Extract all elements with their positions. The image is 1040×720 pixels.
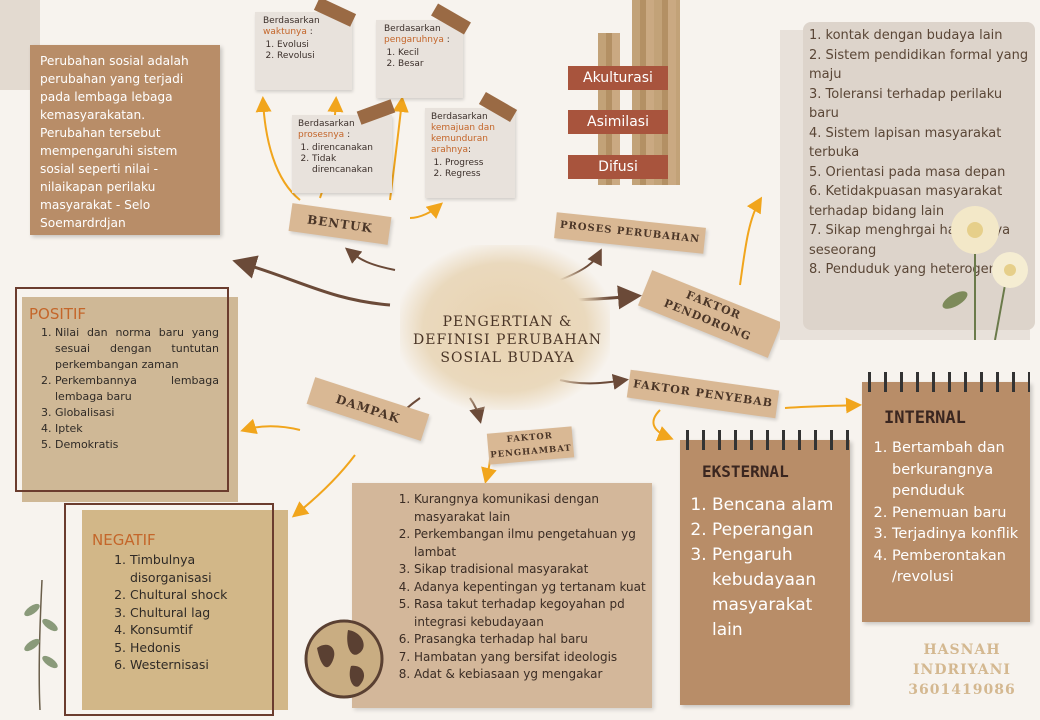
bentuk-card-heading: Berdasarkan (431, 112, 488, 122)
positif-item: Perkembannya lembaga lembaga baru (55, 373, 219, 405)
penghambat-card: Kurangnya komunikasi dengan masyarakat l… (352, 483, 652, 708)
proses-item: Asimilasi (568, 110, 668, 134)
eksternal-title: EKSTERNAL (702, 462, 789, 481)
eksternal-notebook: EKSTERNAL Bencana alam Peperangan Pengar… (680, 430, 850, 705)
bentuk-item: Kecil (398, 48, 455, 59)
negatif-item: Hedonis (130, 639, 262, 657)
pendorong-inner: 1. kontak dengan budaya lain 2. Sistem p… (803, 22, 1035, 330)
center-title: PENGERTIAN & DEFINISI PERUBAHAN SOSIAL B… (413, 314, 602, 366)
author-name: HASNAH INDRIYANI (913, 642, 1011, 678)
penghambat-item: Hambatan yang bersifat ideologis (414, 649, 646, 667)
spiral-binding-icon (862, 372, 1030, 392)
positif-title: POSITIF (29, 305, 87, 323)
bentuk-card-criterion: kemajuan dan kemunduran arahnya (431, 123, 495, 155)
globe-icon (304, 619, 384, 699)
pendorong-item: 1. kontak dengan budaya lain (809, 28, 1003, 43)
internal-item: Terjadinya konflik (892, 524, 1028, 546)
internal-item: Bertambah dan berkurangnya penduduk (892, 438, 1028, 503)
negatif-item: Konsumtif (130, 621, 262, 639)
negatif-item: Chultural shock (130, 586, 262, 604)
penghambat-item: Rasa takut terhadap kegoyahan pd integra… (414, 596, 646, 631)
bentuk-item: Evolusi (277, 40, 344, 51)
positif-item: Iptek (55, 421, 219, 437)
bentuk-card-heading: Berdasarkan (384, 24, 441, 34)
definition-card: Perubahan sosial adalah perubahan yang t… (30, 45, 220, 235)
bentuk-item: Regress (445, 169, 509, 180)
negatif-item: Westernisasi (130, 656, 262, 674)
bentuk-card-criterion: pengaruhnya (384, 35, 444, 45)
positif-item: Globalisasi (55, 405, 219, 421)
pendorong-item: 5. Orientasi pada masa depan (809, 164, 1006, 180)
bentuk-item: direncanakan (312, 143, 386, 154)
author-id: 3601419086 (908, 682, 1016, 698)
bentuk-card-criterion: prosesnya (298, 130, 345, 140)
bentuk-card-criterion: waktunya (263, 27, 307, 37)
positif-shadow (22, 297, 238, 502)
negatif-title: NEGATIF (92, 531, 156, 549)
positif-item: Nilai dan norma baru yang sesuai dengan … (55, 325, 219, 373)
leaf-branch-icon (24, 579, 58, 710)
internal-item: Pemberontakan /revolusi (892, 546, 1028, 589)
spiral-binding-icon (680, 430, 850, 450)
negatif-item: Timbulnya disorganisasi (130, 551, 262, 586)
negatif-box: NEGATIF Timbulnya disorganisasi Chultura… (64, 503, 274, 716)
bentuk-item: Progress (445, 158, 509, 169)
flower-icon (942, 206, 1028, 340)
bentuk-card-kemajuan: Berdasarkan kemajuan dan kemunduran arah… (425, 108, 515, 198)
positif-item: Demokratis (55, 437, 219, 453)
negatif-item: Chultural lag (130, 604, 262, 622)
penghambat-item: Adanya kepentingan yg tertanam kuat (414, 579, 646, 597)
bentuk-card-heading: Berdasarkan (298, 119, 355, 129)
bentuk-item: Revolusi (277, 51, 344, 62)
internal-notebook: INTERNAL Bertambah dan berkurangnya pend… (862, 372, 1030, 622)
pendorong-item: 8. Penduduk yang heterogen (809, 262, 997, 277)
penghambat-item: Sikap tradisional masyarakat (414, 561, 646, 579)
definition-text: Perubahan sosial adalah perubahan yang t… (40, 54, 189, 230)
internal-title: INTERNAL (884, 408, 966, 428)
wood-strip-decor (632, 0, 680, 185)
pendorong-item: 3. Toleransi terhadap perilaku baru (809, 86, 1003, 122)
penghambat-item: Kurangnya komunikasi dengan masyarakat l… (414, 491, 646, 526)
pendorong-item: 2. Sistem pendidikan formal yang maju (809, 47, 1029, 83)
bentuk-item: Besar (398, 59, 455, 70)
author-block: HASNAH INDRIYANI 3601419086 (902, 640, 1022, 700)
proses-item: Difusi (568, 155, 668, 179)
internal-item: Penemuan baru (892, 503, 1028, 525)
bentuk-card-proses: Berdasarkan prosesnya : direncanakanTida… (292, 115, 392, 193)
penghambat-item: Perkembangan ilmu pengetahuan yg lambat (414, 526, 646, 561)
penghambat-item: Prasangka terhadap hal baru (414, 631, 646, 649)
eksternal-item: Peperangan (712, 518, 846, 543)
pendorong-item: 6. Ketidakpuasan masyarakat terhadap bid… (809, 184, 1003, 219)
negatif-shadow (82, 510, 288, 710)
proses-item: Akulturasi (568, 66, 668, 90)
bentuk-card-pengaruh: Berdasarkan pengaruhnya : KecilBesar (376, 20, 463, 98)
bentuk-card-waktu: Berdasarkan waktunya : EvolusiRevolusi (255, 12, 352, 90)
eksternal-item: Pengaruh kebudayaan masyarakat lain (712, 543, 846, 643)
bentuk-item: Tidak direncanakan (312, 154, 386, 176)
eksternal-item: Bencana alam (712, 493, 846, 518)
bentuk-card-heading: Berdasarkan (263, 16, 320, 26)
penghambat-item: Adat & kebiasaan yg mengakar (414, 666, 646, 684)
center-stain (400, 245, 610, 410)
positif-box: POSITIF Nilai dan norma baru yang sesuai… (15, 287, 229, 492)
pendorong-item: 4. Sistem lapisan masyarakat terbuka (809, 125, 1002, 161)
